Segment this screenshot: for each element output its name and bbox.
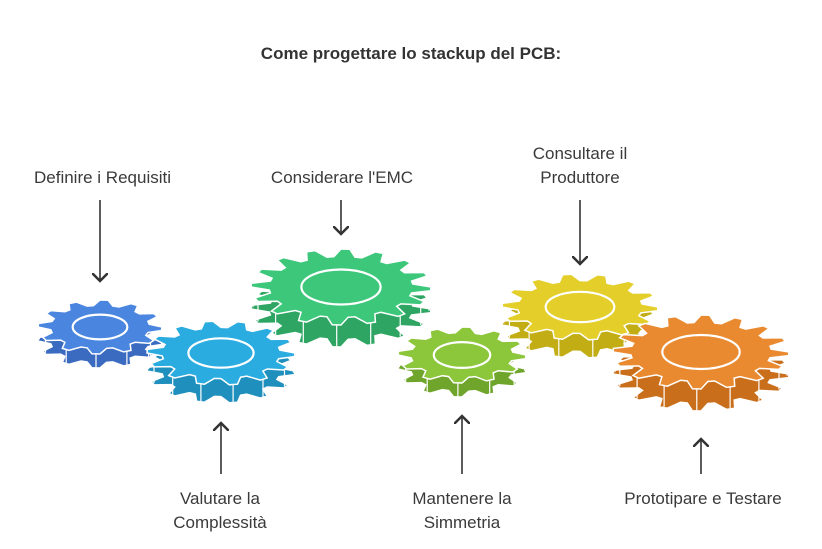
label-line: Prototipare e Testare bbox=[624, 489, 782, 508]
gear-hole bbox=[661, 333, 741, 371]
label-line: Complessità bbox=[173, 513, 267, 532]
gear-produttore bbox=[501, 273, 659, 359]
gear-prototipare bbox=[612, 314, 790, 412]
gear-hole bbox=[71, 313, 129, 341]
label-line: Mantenere la bbox=[412, 489, 512, 508]
gear-valutare bbox=[146, 320, 296, 404]
gear-hole bbox=[544, 290, 616, 324]
label-line: Considerare l'EMC bbox=[270, 168, 414, 187]
label-prototipare-testare: Prototipare e Testare bbox=[598, 487, 808, 511]
label-valutare-complessita: Valutare la Complessità bbox=[130, 487, 310, 535]
label-line: Simmetria bbox=[423, 513, 501, 532]
label-mantenere-simmetria: Mantenere la Simmetria bbox=[372, 487, 552, 535]
label-line: Consultare il bbox=[532, 144, 628, 163]
gear-hole bbox=[300, 268, 382, 306]
gear-simmetria bbox=[397, 326, 527, 398]
label-line: Definire i Requisiti bbox=[34, 168, 171, 187]
diagram-title: Come progettare lo stackup del PCB: bbox=[260, 44, 562, 63]
gear-definire bbox=[37, 299, 163, 369]
gear-hole bbox=[432, 341, 492, 370]
gear-hole bbox=[187, 337, 255, 369]
label-line: Produttore bbox=[540, 168, 620, 187]
label-consultare-produttore: Consultare il Produttore bbox=[490, 142, 670, 190]
label-considerare-emc: Considerare l'EMC bbox=[247, 166, 437, 190]
gear-emc bbox=[250, 248, 432, 348]
label-line: Valutare la bbox=[179, 489, 260, 508]
label-definire-requisiti: Definire i Requisiti bbox=[10, 166, 195, 190]
